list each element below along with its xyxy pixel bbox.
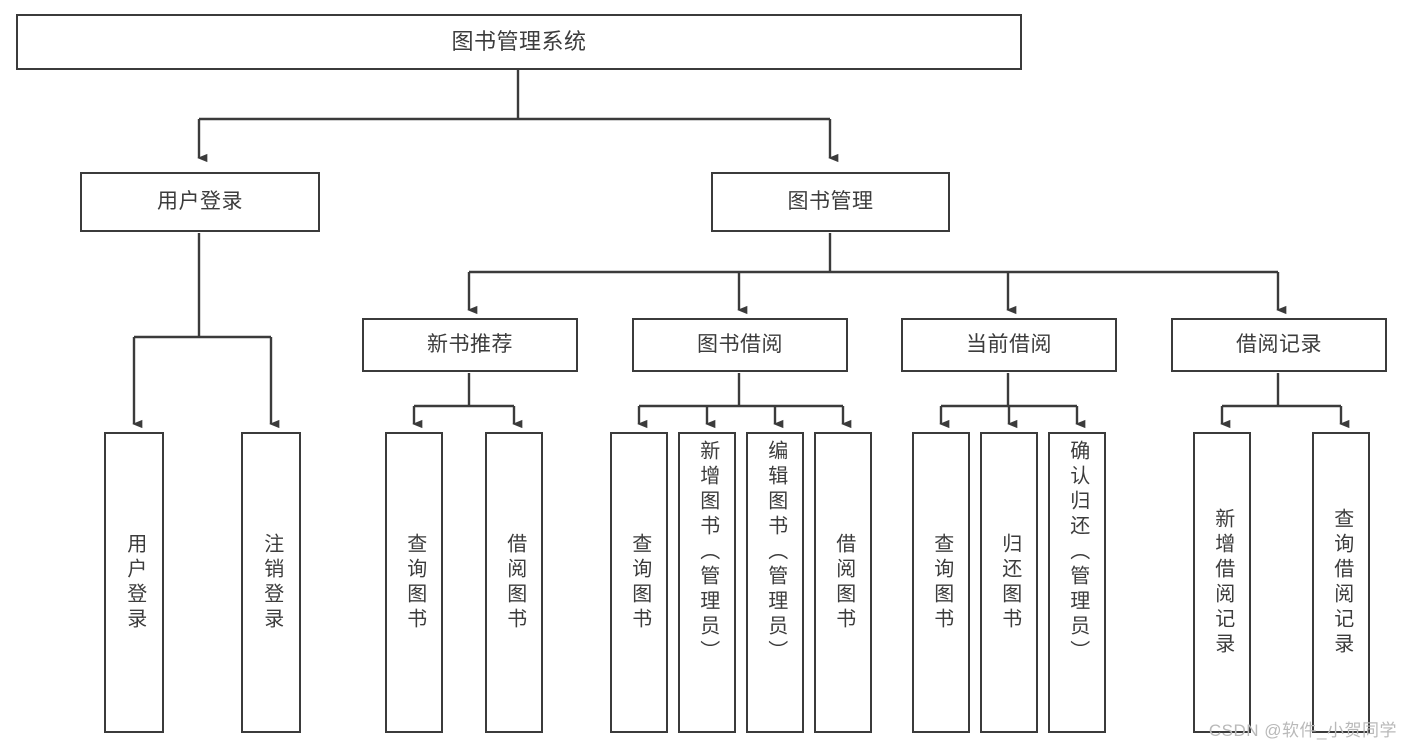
node-current-borrow[interactable]: 当前借阅 (901, 318, 1117, 372)
node-leaf-add-record[interactable]: 新增借阅记录 (1193, 432, 1251, 733)
node-leaf-user-logout[interactable]: 注销登录 (241, 432, 301, 733)
node-leaf-query-book-1[interactable]: 查询图书 (385, 432, 443, 733)
node-leaf-return-book[interactable]: 归还图书 (980, 432, 1038, 733)
node-root-system[interactable]: 图书管理系统 (16, 14, 1022, 70)
node-label: 图书借阅 (697, 332, 783, 356)
node-label: 新书推荐 (427, 332, 513, 356)
node-label: 注销登录 (260, 532, 283, 633)
node-leaf-user-login[interactable]: 用户登录 (104, 432, 164, 733)
node-label: 用户登录 (157, 189, 243, 213)
node-label: 当前借阅 (966, 332, 1052, 356)
node-leaf-borrow-book-1[interactable]: 借阅图书 (485, 432, 543, 733)
node-label: 新增图书（管理员） (696, 440, 719, 665)
node-label: 借阅记录 (1236, 332, 1322, 356)
node-label: 新增借阅记录 (1211, 507, 1234, 658)
node-label: 查询借阅记录 (1330, 507, 1353, 658)
node-label: 确认归还（管理员） (1066, 440, 1089, 665)
node-leaf-add-book[interactable]: 新增图书（管理员） (678, 432, 736, 733)
node-label: 查询图书 (403, 532, 426, 633)
watermark-text: CSDN @软件_小贺同学 (1208, 721, 1397, 740)
node-user-login[interactable]: 用户登录 (80, 172, 320, 232)
node-label: 图书管理 (787, 189, 874, 213)
node-leaf-query-book-2[interactable]: 查询图书 (610, 432, 668, 733)
node-label: 借阅图书 (503, 532, 526, 633)
node-leaf-borrow-book-2[interactable]: 借阅图书 (814, 432, 872, 733)
node-book-management[interactable]: 图书管理 (711, 172, 950, 232)
node-label: 归还图书 (998, 532, 1021, 633)
node-leaf-query-record[interactable]: 查询借阅记录 (1312, 432, 1370, 733)
node-label: 用户登录 (123, 532, 146, 633)
node-label: 编辑图书（管理员） (764, 440, 787, 665)
node-label: 查询图书 (628, 532, 651, 633)
node-label: 图书管理系统 (451, 29, 587, 55)
node-borrow-record[interactable]: 借阅记录 (1171, 318, 1387, 372)
node-leaf-edit-book[interactable]: 编辑图书（管理员） (746, 432, 804, 733)
node-label: 查询图书 (930, 532, 953, 633)
node-label: 借阅图书 (832, 532, 855, 633)
node-leaf-confirm-return[interactable]: 确认归还（管理员） (1048, 432, 1106, 733)
node-leaf-query-book-3[interactable]: 查询图书 (912, 432, 970, 733)
node-book-borrow[interactable]: 图书借阅 (632, 318, 848, 372)
node-new-book-recommend[interactable]: 新书推荐 (362, 318, 578, 372)
